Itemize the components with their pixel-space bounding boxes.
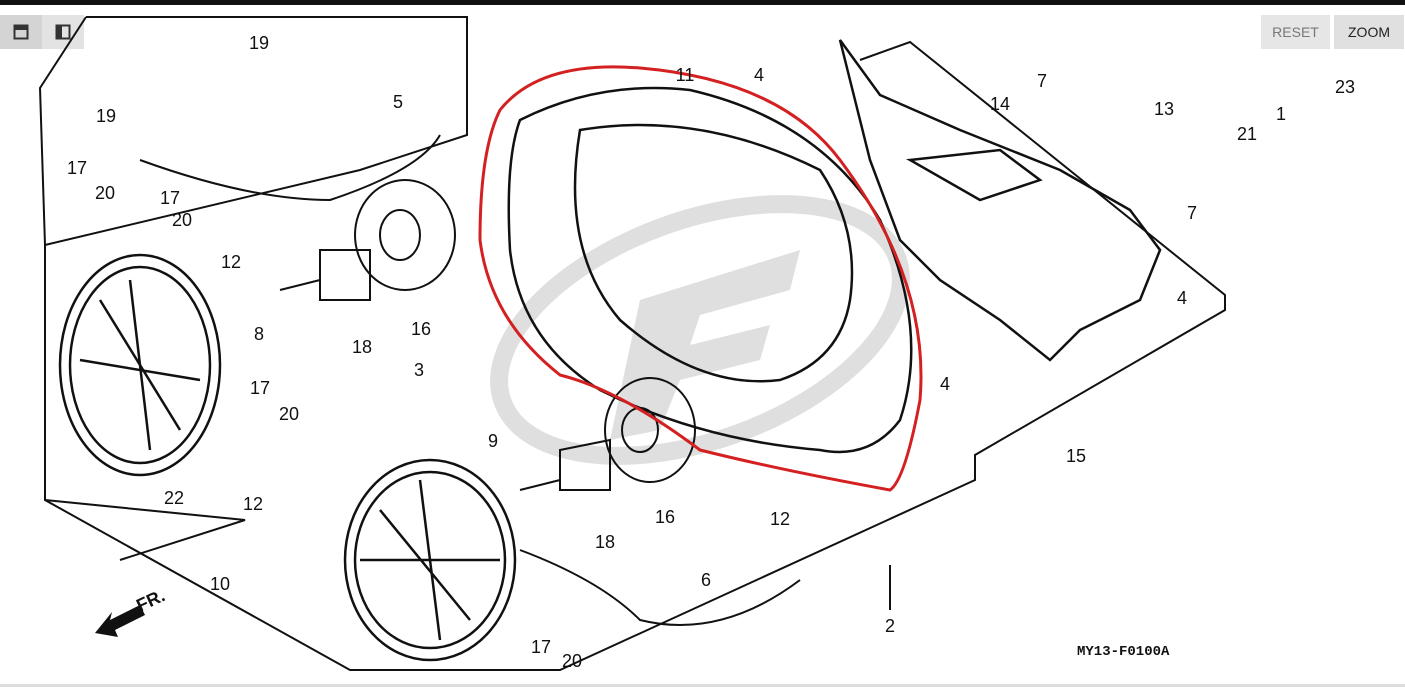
callout-10: 10: [210, 574, 230, 594]
callout-11: 11: [676, 65, 695, 85]
callout-8: 8: [254, 324, 264, 344]
callout-22: 22: [164, 488, 184, 508]
callout-19: 19: [96, 106, 116, 126]
callout-12: 12: [243, 494, 263, 514]
callout-18: 18: [595, 532, 615, 552]
bottom-border: [0, 684, 1405, 687]
callout-13: 13: [1154, 99, 1174, 119]
headlight-housing: [507, 86, 913, 454]
diagram-frame: [38, 16, 1226, 671]
callout-2: 2: [885, 616, 895, 636]
layout-side-button[interactable]: [42, 15, 84, 49]
panel-top-icon: [13, 24, 29, 40]
zoom-controls: RESET ZOOM: [1261, 15, 1404, 49]
top-border: [0, 0, 1405, 5]
callout-6: 6: [701, 570, 711, 590]
view-toggle-group: [0, 15, 84, 49]
callout-14: 14: [990, 94, 1010, 114]
panel-left-icon: [55, 24, 71, 40]
front-arrow-icon: FR.: [95, 585, 168, 637]
callout-17: 17: [250, 378, 270, 398]
reset-button[interactable]: RESET: [1261, 15, 1330, 49]
callout-17: 17: [67, 158, 87, 178]
callout-7: 7: [1187, 203, 1197, 223]
callout-19: 19: [249, 33, 269, 53]
callout-20: 20: [279, 404, 299, 424]
zoom-button[interactable]: ZOOM: [1334, 15, 1404, 49]
callout-17: 17: [160, 188, 180, 208]
callout-23: 23: [1335, 77, 1355, 97]
callout-16: 16: [655, 507, 675, 527]
wire-harness: [139, 134, 801, 626]
callout-17: 17: [531, 637, 551, 657]
callout-21: 21: [1237, 124, 1257, 144]
callout-5: 5: [393, 92, 403, 112]
callout-3: 3: [414, 360, 424, 380]
mounting-bracket: [838, 39, 1162, 362]
socket-parts: [279, 179, 696, 491]
callout-9: 9: [488, 431, 498, 451]
callout-16: 16: [411, 319, 431, 339]
layout-top-button[interactable]: [0, 15, 42, 49]
highlight-outline: [478, 65, 923, 492]
callout-4: 4: [940, 374, 950, 394]
callout-15: 15: [1066, 446, 1086, 466]
callout-4: 4: [1177, 288, 1187, 308]
callout-20: 20: [562, 651, 582, 671]
callout-20: 20: [95, 183, 115, 203]
diagram-code: MY13-F0100A: [1077, 644, 1170, 660]
headlight-right: [343, 458, 517, 662]
headlight-left: [58, 253, 222, 477]
callout-18: 18: [352, 337, 372, 357]
callout-12: 12: [221, 252, 241, 272]
callout-12: 12: [770, 509, 790, 529]
callout-1: 1: [1276, 104, 1286, 124]
callout-7: 7: [1037, 71, 1047, 91]
callout-20: 20: [172, 210, 192, 230]
callout-4: 4: [754, 65, 764, 85]
watermark-logo: [490, 195, 910, 465]
